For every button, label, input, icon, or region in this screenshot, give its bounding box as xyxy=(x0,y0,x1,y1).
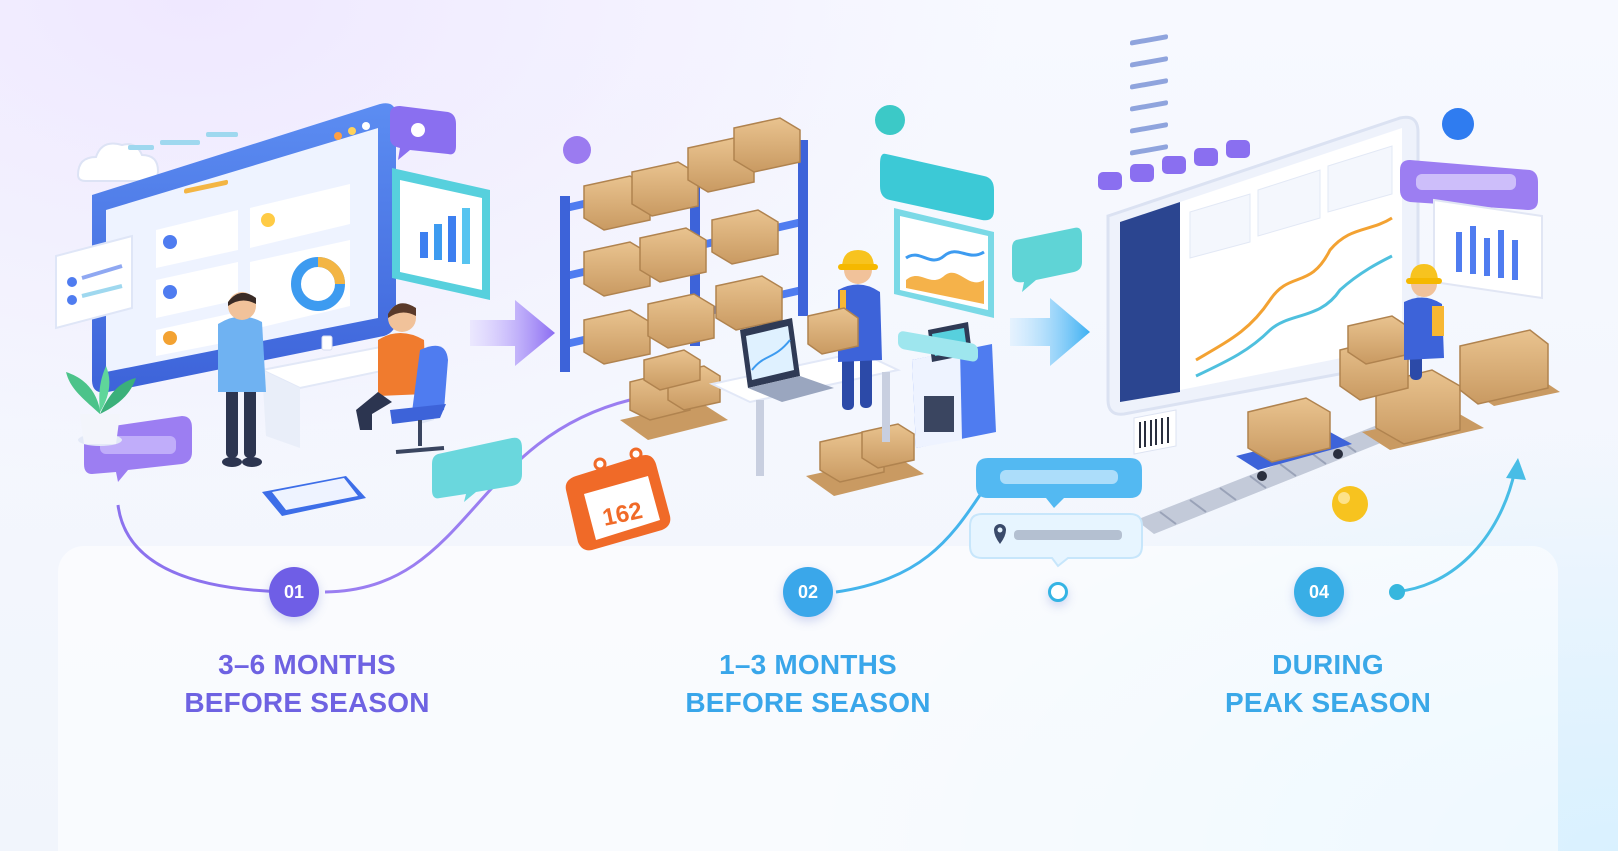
timeline-end-dot xyxy=(1389,584,1405,600)
connector-curve-peak xyxy=(835,494,982,594)
timeline-node-hollow[interactable] xyxy=(1048,582,1068,602)
step-label-01-line2: BEFORE SEASON xyxy=(184,687,430,718)
connector-curve-end xyxy=(1389,469,1517,594)
barcode-icon xyxy=(1133,409,1177,455)
timeline-node-04[interactable]: 04 xyxy=(1294,567,1344,617)
step-label-04-line1: DURING xyxy=(1272,649,1384,680)
location-pin-icon xyxy=(994,524,1006,544)
analytics-screen-icon xyxy=(1098,34,1560,534)
arrow-right-icon-1 xyxy=(470,300,555,366)
step-label-02-line2: BEFORE SEASON xyxy=(685,687,931,718)
step-label-01: 3–6 MONTHS BEFORE SEASON xyxy=(157,646,457,722)
timeline-node-01[interactable]: 01 xyxy=(269,567,319,617)
dashboard-monitor-icon xyxy=(55,103,522,516)
step-label-04-line2: PEAK SEASON xyxy=(1224,687,1432,718)
calendar-icon: 162 xyxy=(565,447,671,551)
end-arrow-icon xyxy=(1506,458,1526,480)
timeline-node-02[interactable]: 02 xyxy=(783,567,833,617)
step-label-04: DURING PEAK SEASON xyxy=(1178,646,1478,722)
warehouse-shelf-icon xyxy=(560,105,1082,496)
connector-curve-left xyxy=(116,504,291,594)
step-label-02-line1: 1–3 MONTHS xyxy=(719,649,897,680)
step-label-02: 1–3 MONTHS BEFORE SEASON xyxy=(658,646,958,722)
connector-curve-warehouse xyxy=(324,398,631,594)
arrow-right-icon-2 xyxy=(1010,298,1090,366)
step-label-01-line1: 3–6 MONTHS xyxy=(218,649,396,680)
